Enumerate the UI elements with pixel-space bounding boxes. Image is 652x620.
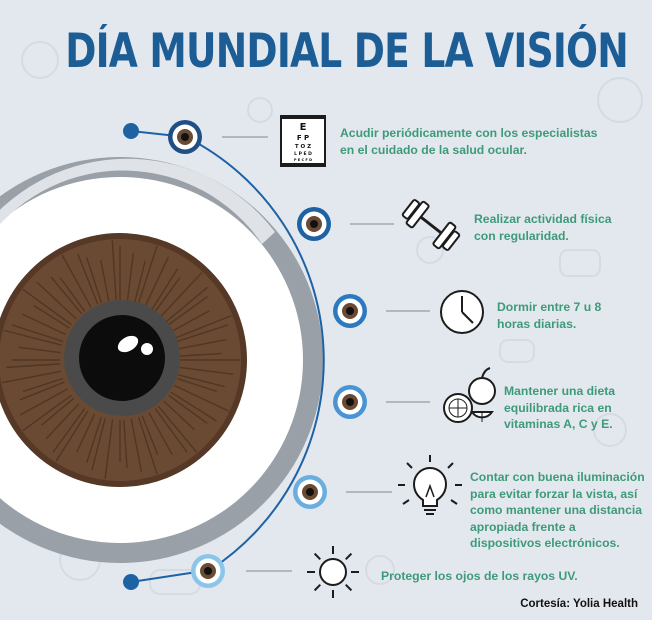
tip-sleep: Dormir entre 7 u 8 horas diarias. <box>497 300 602 331</box>
tip-specialists: Acudir periódicamente con los especialis… <box>340 126 598 157</box>
tip-exercise: Realizar actividad física con regularida… <box>474 212 612 243</box>
chart-row-2: F P <box>297 134 309 142</box>
chart-row-5: P E C F D <box>294 158 312 162</box>
fruit-icon <box>443 367 496 423</box>
timeline-start-dot <box>123 123 139 139</box>
timeline-eye-marker <box>293 475 327 509</box>
chart-row-1: E <box>300 122 307 133</box>
lightbulb-icon <box>398 455 462 515</box>
tip-diet: Mantener una dieta equilibrada rica en v… <box>504 384 616 431</box>
timeline-eye-marker <box>168 120 202 154</box>
clock-icon <box>440 290 484 334</box>
timeline-eye-marker <box>297 207 331 241</box>
dumbbell-icon <box>401 199 461 251</box>
timeline-eye-marker <box>333 294 367 328</box>
eye-chart-icon: E F P T O Z L P E D P E C F D <box>280 115 326 167</box>
sun-icon <box>307 546 359 598</box>
chart-row-3: T O Z <box>295 144 311 150</box>
timeline-eye-marker <box>191 554 225 588</box>
tip-uv-protection: Proteger los ojos de los rayos UV. <box>381 569 578 583</box>
credit-text: Cortesía: Yolia Health <box>520 598 638 610</box>
chart-row-4: L P E D <box>294 151 312 157</box>
page-title: DÍA MUNDIAL DE LA VISIÓN <box>65 24 628 79</box>
timeline-eye-marker <box>333 385 367 419</box>
timeline-end-dot <box>123 574 139 590</box>
timeline-arc <box>185 136 325 571</box>
tip-lighting: Contar con buena iluminación para evitar… <box>470 470 645 550</box>
big-eye-illustration <box>0 157 323 563</box>
